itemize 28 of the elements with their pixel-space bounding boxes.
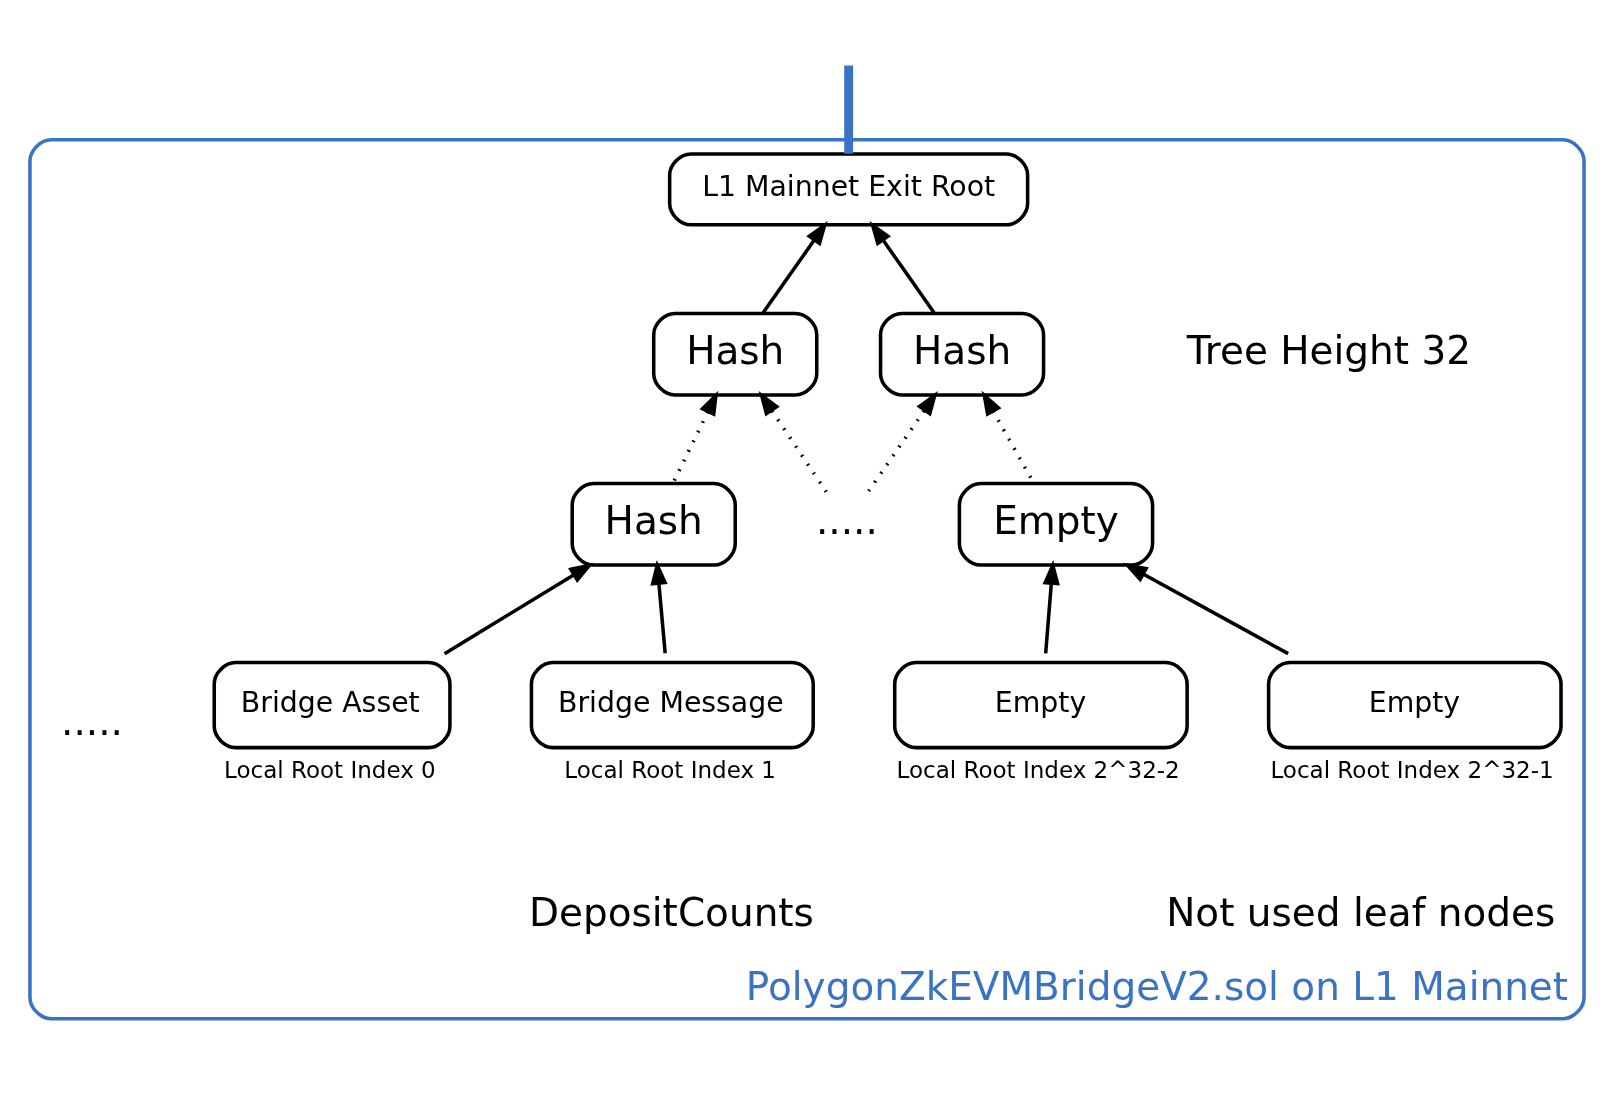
node-label: Local Root Index 2^32-1 [1270,756,1554,783]
label: Tree Height 32 [1186,327,1472,373]
node-box: Empty [892,660,1189,749]
arrow [869,220,936,314]
arrow [1122,562,1289,655]
arrow [443,562,594,655]
node-text: ..... [815,497,878,543]
label: DepositCounts [528,889,814,935]
node-label: Local Root Index 0 [223,756,436,783]
arrow [671,390,719,484]
connector [844,64,854,154]
node-label: Local Root Index 1 [564,756,776,783]
node-box: L1 Mainnet Exit Root [667,151,1030,227]
arrow [866,390,938,493]
node-box: Hash [651,311,819,397]
arrow [758,390,828,493]
arrow [761,220,828,314]
node-label: Local Root Index 2^32-2 [896,756,1180,783]
arrow [650,559,668,653]
label: Not used leaf nodes [1166,889,1556,935]
node-box: Hash [570,481,737,567]
node-box: Empty [957,481,1155,567]
label: ..... [61,698,123,743]
node-box: Bridge Message [529,660,815,749]
node-box: Empty [1266,660,1563,749]
node-box: Bridge Asset [212,660,452,749]
node-box: Hash [878,311,1046,397]
arrow [1042,559,1060,653]
